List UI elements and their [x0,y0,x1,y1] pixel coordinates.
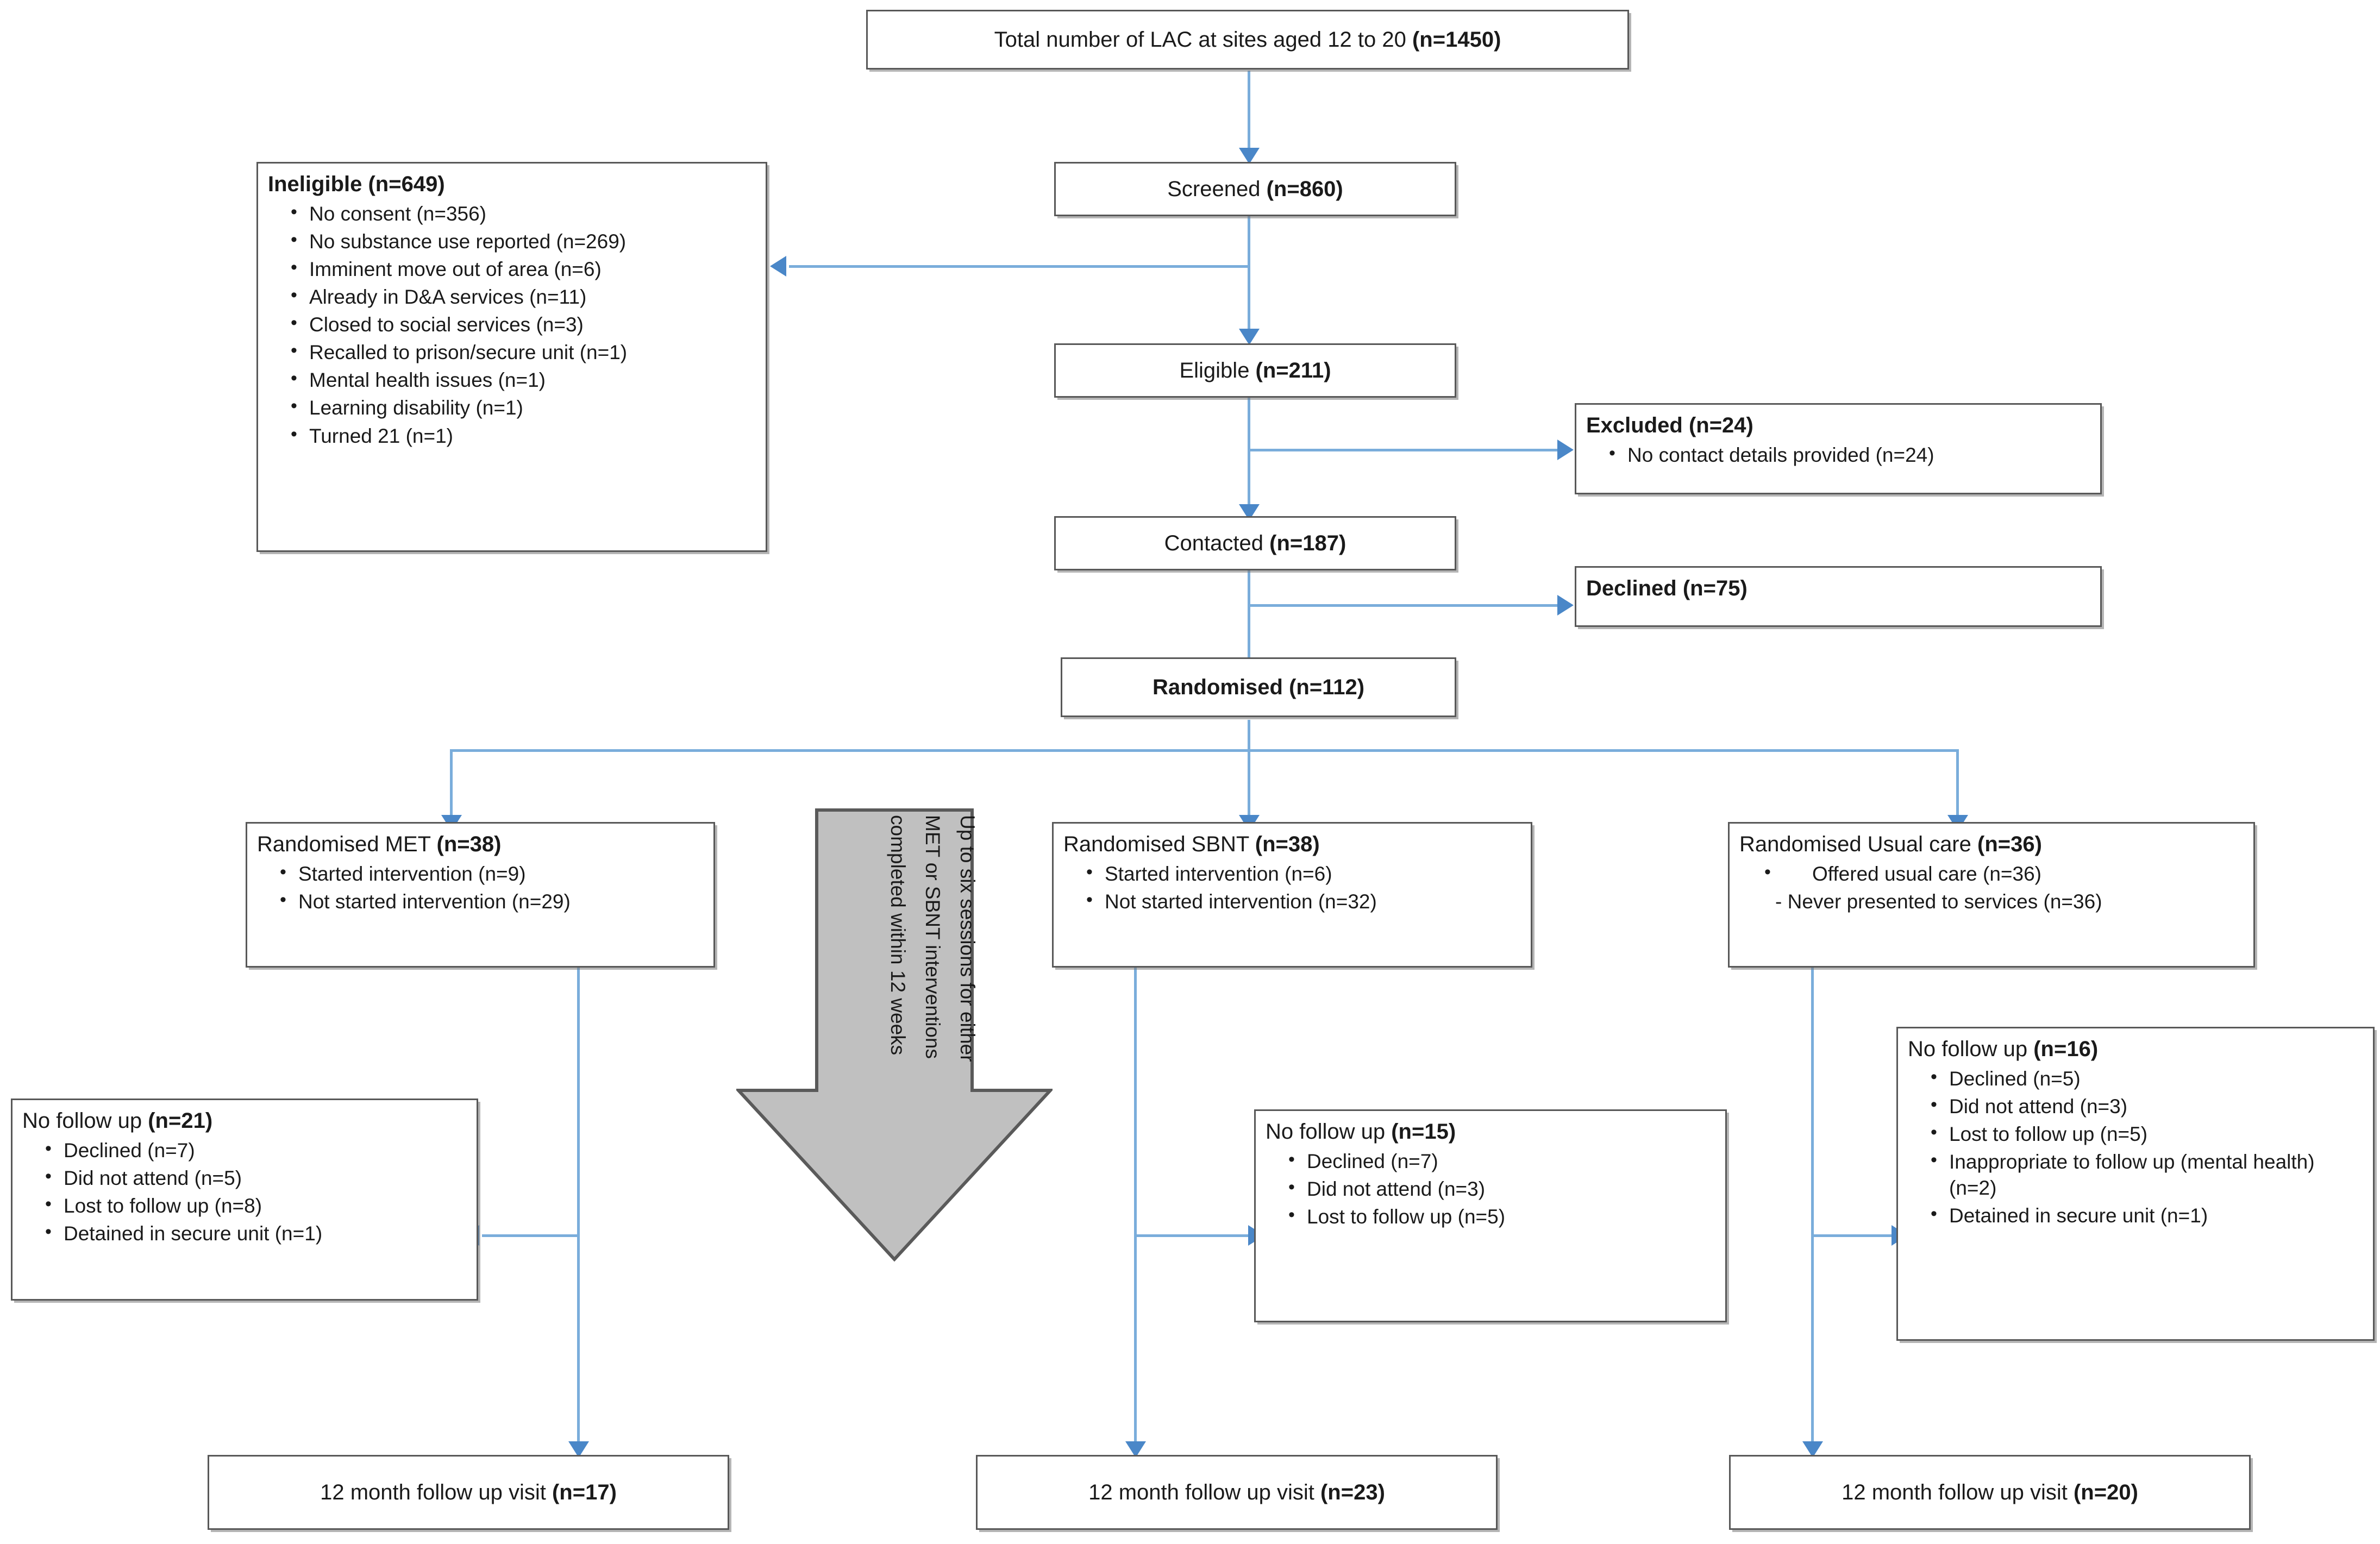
node-no-follow-up-met-title: No follow up (n=21) [22,1109,213,1133]
connector-sbnt-spine [1134,967,1137,1445]
node-total-lac: Total number of LAC at sites aged 12 to … [866,10,1629,70]
node-follow-up-visit-met: 12 month follow up visit (n=17) [208,1455,729,1530]
node-no-follow-up-met: No follow up (n=21) Declined (n=7) Did n… [11,1099,478,1301]
node-no-follow-up-sbnt-list: Declined (n=7) Did not attend (n=3) Lost… [1266,1147,1715,1230]
list-item: Started intervention (n=9) [280,860,704,887]
list-item: Turned 21 (n=1) [291,422,756,449]
connector-randomised-split [450,749,1958,752]
list-item: Declined (n=5) [1931,1065,2363,1092]
node-follow-up-visit-usual-care: 12 month follow up visit (n=20) [1729,1455,2251,1530]
connector-contacted-to-randomised [1248,565,1250,683]
connector-split-to-sbnt [1248,749,1250,821]
node-arm-usual-care-list: Offered usual care (n=36) - Never presen… [1739,860,2244,915]
node-contacted-text: Contacted (n=187) [1164,531,1346,555]
node-screened: Screened (n=860) [1054,162,1456,216]
node-no-follow-up-usual-care-list: Declined (n=5) Did not attend (n=3) Lost… [1908,1065,2363,1229]
list-item: Lost to follow up (n=5) [1931,1120,2363,1147]
node-excluded-title: Excluded (n=24) [1586,413,1753,437]
list-item: Lost to follow up (n=5) [1288,1203,1715,1230]
connector-split-to-met [450,749,453,821]
node-declined-title: Declined (n=75) [1586,576,1748,600]
connector-split-to-usual [1956,749,1959,821]
list-item: No contact details provided (n=24) [1609,441,2090,468]
node-screened-text: Screened (n=860) [1167,177,1343,201]
list-item: Lost to follow up (n=8) [45,1192,467,1219]
node-follow-up-visit-sbnt: 12 month follow up visit (n=23) [976,1455,1498,1530]
node-ineligible-list: No consent (n=356) No substance use repo… [268,200,756,449]
connector-usual-to-nofollowup [1813,1234,1894,1237]
connector-screened-to-eligible [1248,208,1250,332]
list-item: Detained in secure unit (n=1) [1931,1202,2363,1229]
arrowhead-eligible-to-excluded [1557,440,1574,460]
node-contacted: Contacted (n=187) [1054,516,1456,570]
connector-eligible-to-excluded [1250,449,1559,451]
list-item: Not started intervention (n=29) [280,888,704,915]
node-ineligible-title: Ineligible (n=649) [268,172,445,196]
node-eligible: Eligible (n=211) [1054,343,1456,398]
node-arm-sbnt-title: Randomised SBNT (n=38) [1063,832,1320,856]
node-arm-usual-care-title: Randomised Usual care (n=36) [1739,832,2042,856]
list-item: Declined (n=7) [45,1137,467,1164]
arrowhead-screened-to-ineligible [770,256,786,277]
arrowhead-screened-to-eligible [1239,329,1260,345]
node-randomised: Randomised (n=112) [1061,657,1456,717]
arrowhead-title-to-screened [1239,148,1260,164]
node-eligible-text: Eligible (n=211) [1179,358,1331,382]
list-item: Mental health issues (n=1) [291,366,756,393]
connector-screened-to-ineligible [789,265,1250,268]
list-item: Already in D&A services (n=11) [291,283,756,310]
list-item: Recalled to prison/secure unit (n=1) [291,338,756,366]
node-no-follow-up-met-list: Declined (n=7) Did not attend (n=5) Lost… [22,1137,467,1247]
node-arm-usual-care: Randomised Usual care (n=36) Offered usu… [1728,822,2255,968]
connector-met-spine [577,967,580,1445]
list-item: Did not attend (n=3) [1931,1093,2363,1120]
node-arm-met-list: Started intervention (n=9) Not started i… [257,860,704,915]
list-item-sub: - Never presented to services (n=36) [1775,890,2102,913]
node-no-follow-up-usual-care-title: No follow up (n=16) [1908,1037,2099,1061]
list-item: Learning disability (n=1) [291,394,756,421]
node-randomised-text: Randomised (n=112) [1152,675,1365,699]
list-item: No substance use reported (n=269) [291,228,756,255]
node-follow-up-visit-met-text: 12 month follow up visit (n=17) [320,1480,617,1504]
node-arm-sbnt-list: Started intervention (n=6) Not started i… [1063,860,1521,915]
list-item: Not started intervention (n=32) [1086,888,1521,915]
connector-randomised-stem [1248,720,1250,751]
list-item: Detained in secure unit (n=1) [45,1220,467,1247]
connector-title-to-screened [1248,71,1250,149]
list-item: Offered usual care (n=36) [1764,860,2244,887]
node-arm-met: Randomised MET (n=38) Started interventi… [246,822,715,968]
arrowhead-contacted-to-declined [1557,595,1574,616]
list-item: No consent (n=356) [291,200,756,227]
list-item: Closed to social services (n=3) [291,311,756,338]
node-arm-met-title: Randomised MET (n=38) [257,832,502,856]
node-follow-up-visit-sbnt-text: 12 month follow up visit (n=23) [1088,1480,1385,1504]
connector-contacted-to-declined [1250,604,1559,607]
list-item: Did not attend (n=5) [45,1164,467,1191]
node-ineligible: Ineligible (n=649) No consent (n=356) No… [256,162,767,552]
list-item: Inappropriate to follow up (mental healt… [1931,1148,2329,1201]
connector-eligible-to-contacted [1248,390,1250,509]
node-no-follow-up-sbnt-title: No follow up (n=15) [1266,1120,1456,1144]
node-total-lac-text: Total number of LAC at sites aged 12 to … [994,27,1501,52]
list-item: Did not attend (n=3) [1288,1175,1715,1202]
node-no-follow-up-usual-care: No follow up (n=16) Declined (n=5) Did n… [1896,1027,2375,1341]
list-item: Started intervention (n=6) [1086,860,1521,887]
list-item: Imminent move out of area (n=6) [291,255,756,283]
node-excluded: Excluded (n=24) No contact details provi… [1575,403,2102,494]
node-arm-sbnt: Randomised SBNT (n=38) Started intervent… [1052,822,1532,968]
node-no-follow-up-sbnt: No follow up (n=15) Declined (n=7) Did n… [1254,1109,1727,1322]
connector-usual-spine [1811,967,1814,1445]
list-item: Declined (n=7) [1288,1147,1715,1175]
node-follow-up-visit-usual-care-text: 12 month follow up visit (n=20) [1842,1480,2138,1504]
node-excluded-list: No contact details provided (n=24) [1586,441,2090,468]
node-declined: Declined (n=75) [1575,566,2102,627]
connector-sbnt-to-nofollowup [1136,1234,1250,1237]
connector-met-to-nofollowup [482,1234,579,1237]
intervention-block-arrow [736,808,1053,1261]
